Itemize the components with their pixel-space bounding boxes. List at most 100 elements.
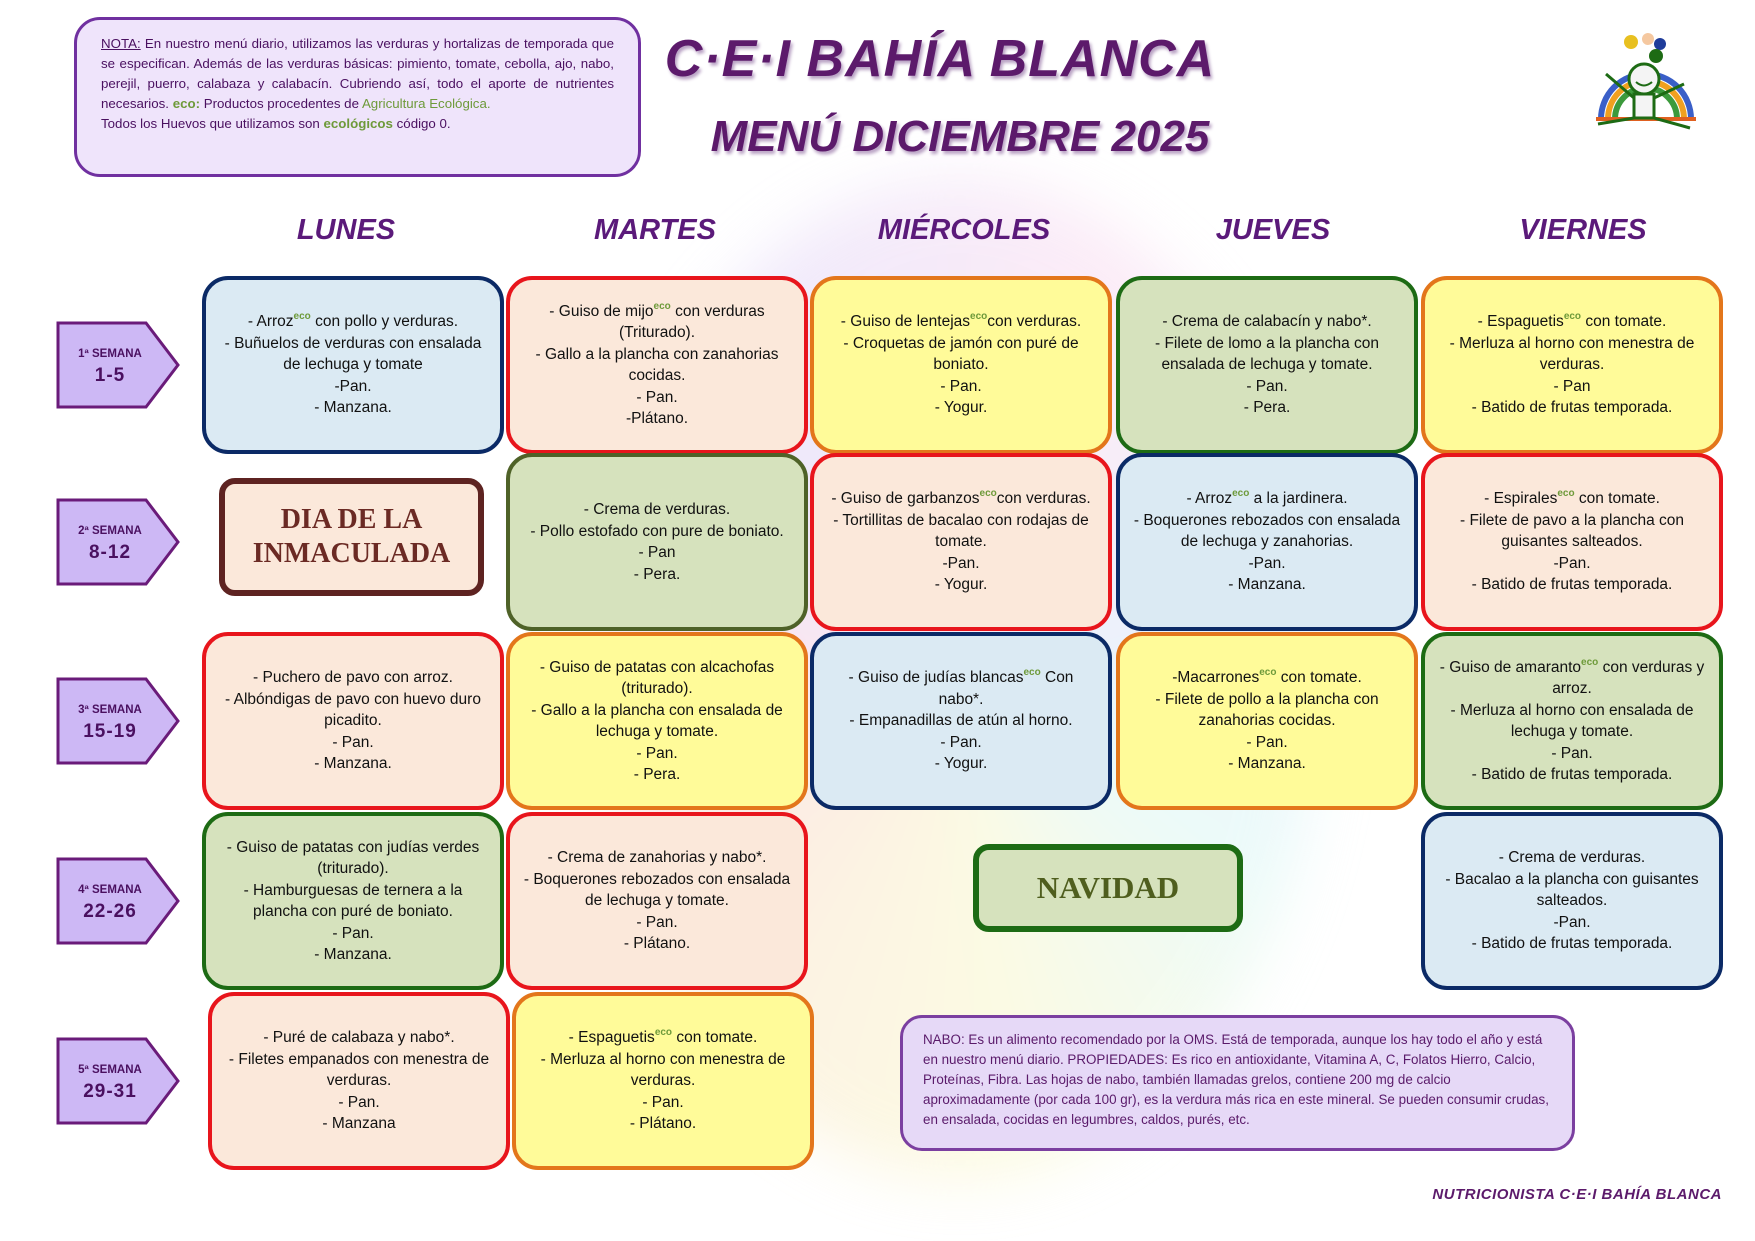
menu-item: - Manzana. [314, 399, 392, 417]
menu-cell: - Crema de zanahorias y nabo*.- Boqueron… [506, 812, 808, 990]
menu-item: - Merluza al horno con ensalada de lechu… [1450, 701, 1694, 741]
menu-item: - Pan. [332, 733, 374, 751]
menu-item: - Yogur. [934, 576, 988, 594]
menu-cell: - Arrozeco con pollo y verduras.- Buñuel… [202, 276, 504, 454]
menu-item: - Yogur. [934, 399, 988, 417]
week-arrow-icon [56, 677, 180, 765]
menu-item: - Pan. [1246, 733, 1288, 751]
dish-rest: con verduras. [996, 490, 1091, 508]
dish-rest: a la jardinera. [1249, 490, 1348, 508]
menu-cell: - Espiraleseco con tomate.- Filete de pa… [1421, 453, 1723, 631]
menu-item: -Plátano. [625, 410, 689, 427]
menu-cell: - Guiso de mijoeco con verduras (Tritura… [506, 276, 808, 454]
eco-badge: eco [653, 300, 671, 312]
week-dates: 8-12 [88, 542, 132, 563]
eco-badge: eco [1023, 667, 1041, 679]
menu-item: - Pera. [633, 766, 681, 783]
menu-item: - Batido de frutas temporada. [1471, 935, 1673, 953]
menu-item: - Merluza al horno con menestra de verdu… [540, 1050, 786, 1090]
dish-name: - Arroz [1186, 490, 1233, 508]
menu-item: - Pan. [338, 1093, 380, 1111]
menu-item: - Guiso de patatas con alcachofas (tritu… [539, 658, 775, 698]
menu-item: - Guiso de amarantoeco con verduras y ar… [1437, 657, 1707, 700]
holiday-navidad: NAVIDAD [973, 844, 1243, 932]
school-logo-icon [1596, 33, 1696, 130]
menu-item: - Guiso de lentejasecocon verduras. [841, 311, 1081, 333]
menu-item: - Pan [1553, 377, 1591, 395]
menu-cell: - Crema de verduras. - Bacalao a la planc… [1421, 812, 1723, 990]
menu-item: - Bacalao a la plancha con guisantes sal… [1445, 870, 1699, 910]
dish-rest: con tomate. [1574, 490, 1660, 508]
menu-item: -Pan. [1248, 554, 1286, 572]
menu-cell: - Guiso de judías blancaseco Con nabo*.-… [810, 632, 1112, 810]
menu-item: - Pan [638, 544, 676, 561]
menu-item: - Crema de calabacín y nabo*. [1162, 313, 1372, 331]
menu-item: - Manzana. [1228, 755, 1306, 773]
menu-item: - Pan. [332, 924, 374, 942]
menu-item: - Filetes empanados con menestra de verd… [228, 1050, 490, 1090]
day-header-3: JUEVES [1215, 214, 1331, 246]
dish-name: - Guiso de amaranto [1439, 658, 1582, 676]
menu-item: - Manzana [322, 1115, 396, 1133]
menu-item: - Crema de verduras. [1498, 849, 1646, 867]
week-number: 5ª SEMANA [78, 1064, 142, 1076]
menu-item: - Yogur. [934, 755, 988, 773]
menu-item: - Gallo a la plancha con ensalada de lec… [531, 701, 783, 741]
nabo-info-box: NABO: Es un alimento recomendado por la … [900, 1015, 1575, 1151]
menu-item: - Pan. [1246, 377, 1288, 395]
dish-rest: con tomate. [1276, 669, 1362, 687]
week-arrow-icon [56, 1037, 180, 1125]
dish-rest: con verduras (Triturado). [618, 302, 765, 342]
menu-item: - Guiso de garbanzosecocon verduras. [831, 488, 1090, 510]
menu-item: - Batido de frutas temporada. [1471, 576, 1673, 594]
menu-item: -Pan. [942, 554, 980, 572]
eggs-code: código 0. [392, 116, 451, 131]
week-arrow-icon [56, 498, 180, 586]
menu-item: - Arrozeco a la jardinera. [1186, 488, 1347, 510]
dish-name: - Guiso de judías blancas [848, 669, 1024, 687]
menu-item: - Gallo a la plancha con zanahorias coci… [535, 345, 779, 385]
dish-rest: Con nabo*. [938, 669, 1074, 708]
dish-name: - Arroz [247, 313, 294, 331]
note-text-2: Productos procedentes de [200, 96, 362, 111]
dish-name: - Guiso de mijo [549, 302, 654, 320]
menu-item: - Pan. [636, 913, 678, 931]
dish-rest: con tomate. [1581, 313, 1667, 331]
menu-item: - Croquetas de jamón con puré de boniato… [843, 334, 1079, 374]
menu-item: - Hamburguesas de ternera a la plancha c… [243, 881, 463, 921]
week-dates: 15-19 [83, 721, 137, 742]
eggs-eco: ecológicos [323, 116, 393, 131]
menu-item: - Batido de frutas temporada. [1471, 766, 1673, 783]
menu-cell: -Macarroneseco con tomate.- Filete de po… [1116, 632, 1418, 810]
menu-item: - Espaguetiseco con tomate. [1478, 311, 1667, 333]
week-number: 2ª SEMANA [78, 525, 142, 537]
menu-item: -Pan. [334, 377, 372, 395]
menu-item: - Filete de pollo a la plancha con zanah… [1155, 690, 1379, 730]
week-label: 2ª SEMANA 8-12 [56, 498, 182, 586]
footer-credit: NUTRICIONISTA C·E·I BAHÍA BLANCA [1432, 1186, 1722, 1203]
menu-item: - Pera. [633, 565, 681, 583]
menu-item: - Batido de frutas temporada. [1471, 399, 1673, 417]
dish-rest: con verduras. [987, 313, 1082, 331]
menu-item: - Pan. [642, 1093, 684, 1111]
menu-title: MENÚ DICIEMBRE 2025 [710, 112, 1210, 161]
week-dates: 29-31 [83, 1081, 137, 1102]
menu-item: - Guiso de judías blancaseco Con nabo*. [826, 667, 1096, 710]
week-dates: 1-5 [94, 365, 126, 386]
menu-item: - Guiso de mijoeco con verduras (Tritura… [522, 301, 792, 344]
eco-badge: eco [979, 488, 997, 500]
menu-item: - Merluza al horno con menestra de verdu… [1449, 334, 1695, 374]
menu-item: - Filete de pavo a la plancha con guisan… [1459, 511, 1685, 551]
menu-cell: - Guiso de lentejasecocon verduras.- Cro… [810, 276, 1112, 454]
week-arrow-icon [56, 321, 180, 409]
menu-item: - Pan. [940, 377, 982, 395]
menu-item: - Plátano. [629, 1115, 697, 1133]
menu-item: - Pan. [1551, 744, 1593, 762]
menu-item: - Boquerones rebozados con ensalada de l… [523, 870, 791, 910]
day-header-2: MIÉRCOLES [877, 214, 1051, 246]
menu-item: - Pan. [940, 733, 982, 751]
day-header-1: MARTES [594, 214, 716, 246]
